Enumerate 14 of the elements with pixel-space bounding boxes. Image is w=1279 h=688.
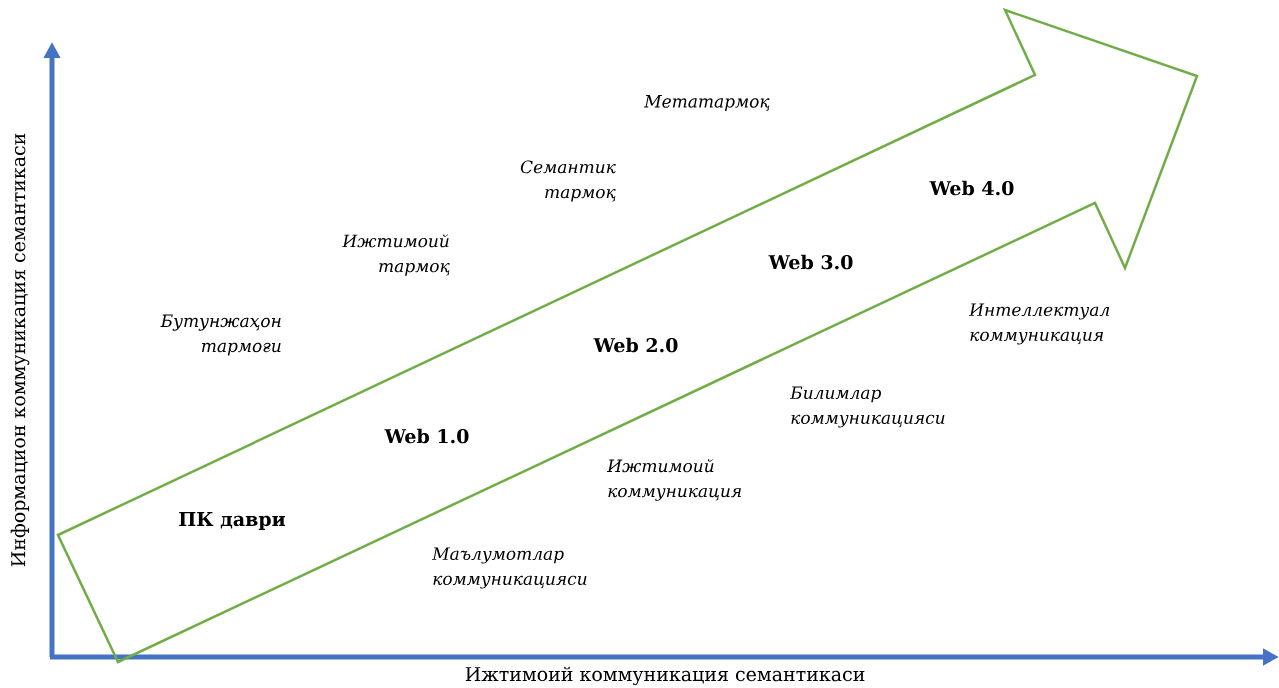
stage-label: Web 1.0: [384, 428, 469, 444]
axis-title: Информацион коммуникация семантикаси: [10, 133, 30, 567]
italic-note: Интеллектуал коммуникация: [968, 303, 1110, 345]
italic-note: Семантик тармоқ: [520, 160, 616, 202]
italic-note: Ижтимоий коммуникация: [606, 459, 741, 501]
stage-label: Web 4.0: [929, 180, 1014, 196]
stage-label: ПК даври: [179, 512, 286, 530]
italic-note: Билимлар коммуникацияси: [789, 386, 945, 428]
stage-label: Web 2.0: [593, 337, 678, 353]
italic-note: Ижтимоий тармоқ: [342, 234, 450, 276]
italic-note: Метатармоқ: [643, 95, 770, 111]
italic-note: Бутунжаҳон тармоғи: [160, 314, 281, 356]
italic-note: Маълумотлар коммуникацияси: [431, 547, 587, 589]
stage-label: Web 3.0: [768, 254, 853, 270]
